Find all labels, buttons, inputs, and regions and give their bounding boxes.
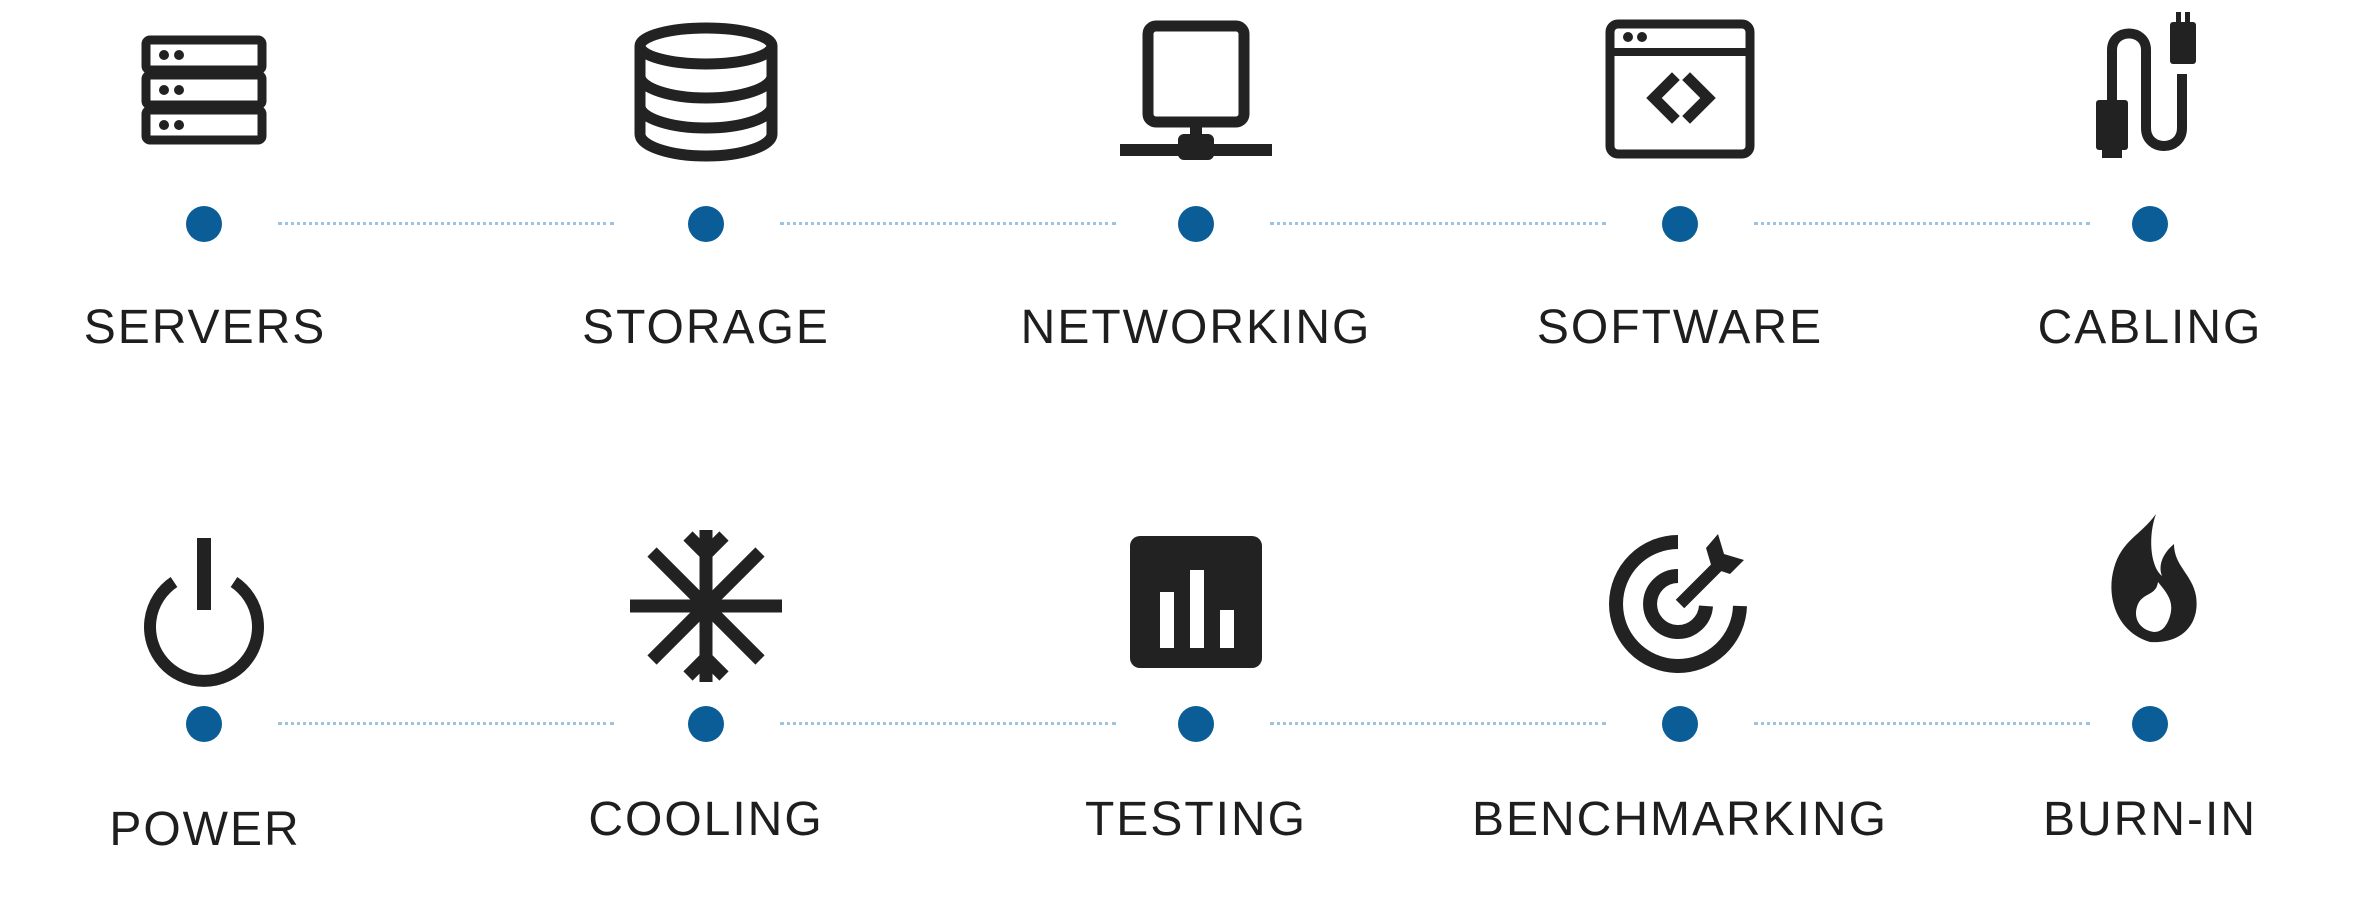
timeline-dot (688, 706, 724, 742)
timeline-dot (1178, 706, 1214, 742)
service-label-cabling: CABLING (2037, 301, 2263, 354)
service-label-software: SOFTWARE (1536, 301, 1824, 354)
server-icon (124, 18, 284, 178)
dotted-connector (1754, 722, 2090, 725)
services-grid: SERVERS STORAGE (0, 0, 2372, 856)
service-label-servers: SERVERS (83, 301, 327, 354)
timeline-dot (1662, 206, 1698, 242)
cable-icon (2070, 10, 2230, 170)
service-label-cooling: COOLING (588, 793, 824, 846)
dotted-connector (278, 222, 614, 225)
flame-icon (2070, 510, 2230, 670)
dotted-connector (1270, 222, 1606, 225)
dotted-connector (1270, 722, 1606, 725)
service-label-benchmarking: BENCHMARKING (1471, 793, 1889, 846)
network-icon (1116, 10, 1276, 170)
dotted-connector (780, 222, 1116, 225)
service-label-testing: TESTING (1084, 793, 1307, 846)
service-label-burn-in: BURN-IN (2043, 793, 2257, 846)
timeline-dot (186, 206, 222, 242)
power-icon (124, 532, 284, 692)
timeline-dot (2132, 706, 2168, 742)
dotted-connector (1754, 222, 2090, 225)
snowflake-icon (626, 526, 786, 686)
row-1: SERVERS STORAGE (0, 0, 2372, 420)
service-label-networking: NETWORKING (1020, 301, 1372, 354)
timeline-dot (688, 206, 724, 242)
timeline-dot (186, 706, 222, 742)
service-label-power: POWER (109, 803, 301, 856)
dotted-connector (780, 722, 1116, 725)
row-2: POWER COOLING (0, 500, 2372, 920)
service-label-storage: STORAGE (582, 301, 830, 354)
code-window-icon (1600, 10, 1760, 170)
target-icon (1600, 524, 1760, 684)
timeline-dot (2132, 206, 2168, 242)
timeline-dot (1178, 206, 1214, 242)
database-icon (626, 10, 786, 170)
timeline-dot (1662, 706, 1698, 742)
dotted-connector (278, 722, 614, 725)
bar-chart-icon (1116, 532, 1276, 692)
